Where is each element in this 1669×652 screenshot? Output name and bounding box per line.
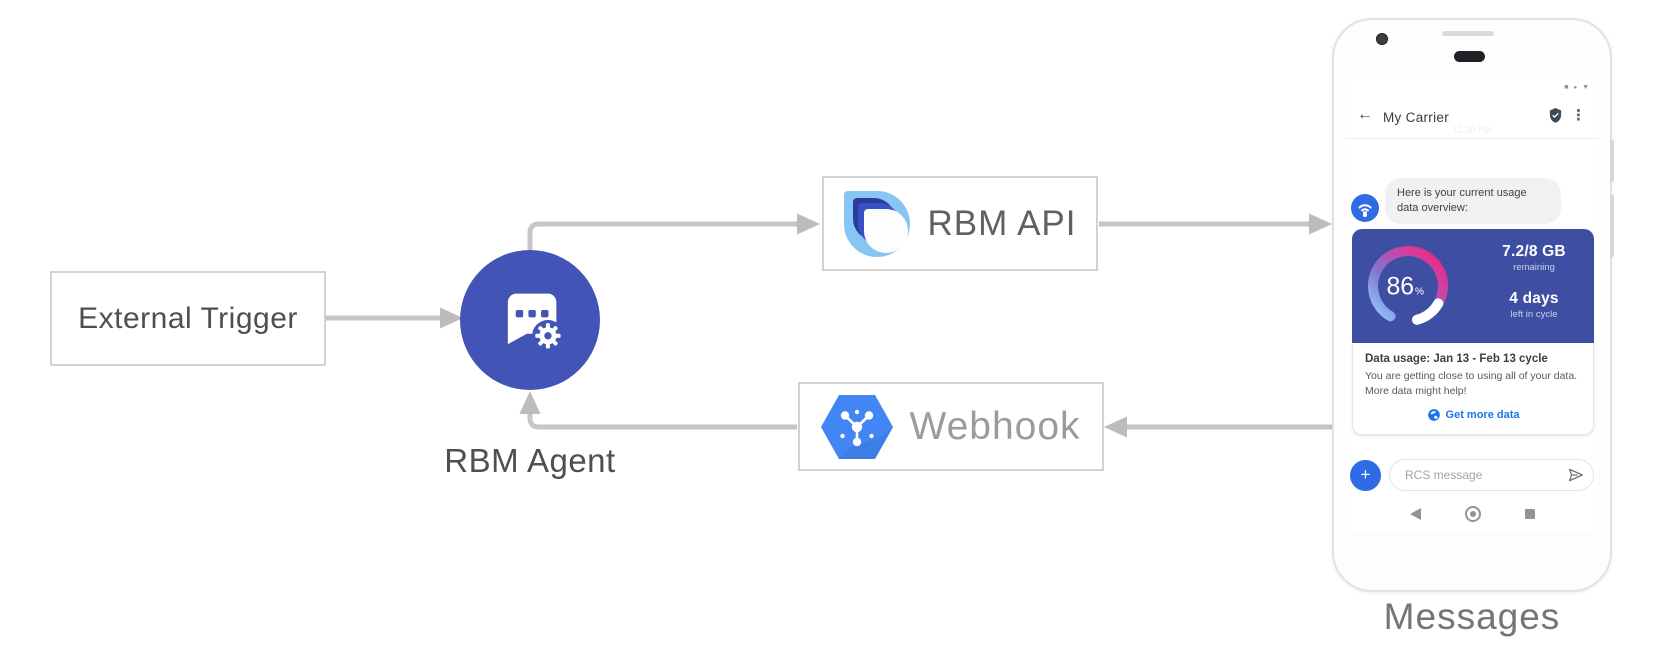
message-timestamp: 12:30 PM bbox=[1452, 125, 1492, 135]
volume-button bbox=[1610, 195, 1614, 257]
remaining-label: remaining bbox=[1513, 262, 1555, 273]
usage-card-gauge-panel: 86% 7.2/8 GB remaining 4 days left in cy… bbox=[1352, 229, 1594, 343]
globe-icon bbox=[1427, 409, 1440, 422]
message-input-pill bbox=[1389, 459, 1594, 491]
speaker-slot bbox=[1454, 51, 1485, 62]
back-arrow-icon[interactable]: ← bbox=[1357, 106, 1373, 123]
header-divider bbox=[1345, 138, 1599, 139]
overflow-menu-icon[interactable]: ⋮ bbox=[1571, 107, 1586, 124]
status-square-icon: ■ bbox=[1564, 84, 1569, 91]
usage-card-body: You are getting close to using all of yo… bbox=[1365, 370, 1578, 397]
usage-card: 86% 7.2/8 GB remaining 4 days left in cy… bbox=[1352, 229, 1594, 436]
rbm-api-node: RBM API bbox=[822, 176, 1098, 271]
phone-screen: ■ ● ▼ ← My Carrier ⋮ 12:30 PM bbox=[1345, 80, 1599, 532]
phone-mockup: ■ ● ▼ ← My Carrier ⋮ 12:30 PM bbox=[1332, 18, 1614, 592]
nav-recents-icon[interactable] bbox=[1524, 509, 1535, 519]
conversation-title: My Carrier bbox=[1383, 110, 1449, 125]
chat-bubble: Here is your current usage data overview… bbox=[1385, 178, 1561, 224]
chat-gear-icon bbox=[507, 293, 564, 352]
days-label: left in cycle bbox=[1510, 309, 1558, 320]
status-bar-icons: ■ ● ▼ bbox=[1564, 84, 1589, 91]
days-value: 4 days bbox=[1509, 290, 1559, 307]
nav-back-icon[interactable] bbox=[1409, 508, 1421, 520]
rbm-agent-label: RBM Agent bbox=[444, 442, 616, 479]
get-more-data-button[interactable]: Get more data bbox=[1365, 408, 1581, 422]
external-trigger-node: External Trigger bbox=[50, 271, 326, 366]
rcs-message-input[interactable] bbox=[1403, 467, 1567, 483]
usage-card-title: Data usage: Jan 13 - Feb 13 cycle bbox=[1365, 353, 1548, 365]
usage-stats: 7.2/8 GB remaining 4 days left in cycle bbox=[1482, 243, 1586, 320]
gauge-percent-value: 86 bbox=[1386, 273, 1414, 300]
phone-caption: Messages bbox=[1383, 596, 1561, 637]
power-button bbox=[1610, 140, 1614, 182]
android-navbar bbox=[1345, 506, 1599, 522]
rbm-api-label: RBM API bbox=[927, 203, 1077, 243]
pubsub-hexagon-icon bbox=[821, 394, 894, 459]
status-dot-icon: ● bbox=[1573, 84, 1578, 91]
usage-gauge: 86% bbox=[1368, 245, 1448, 325]
earpiece-speaker bbox=[1442, 31, 1494, 36]
front-camera bbox=[1376, 33, 1388, 45]
status-triangle-icon: ▼ bbox=[1582, 84, 1589, 91]
svg-text:86%: 86% bbox=[1386, 273, 1424, 300]
send-icon[interactable] bbox=[1567, 466, 1585, 484]
gauge-percent-sign: % bbox=[1415, 286, 1424, 297]
nav-home-icon[interactable] bbox=[1464, 506, 1481, 522]
chat-message-row: Here is your current usage data overview… bbox=[1351, 178, 1561, 224]
rbm-agent-node bbox=[460, 250, 600, 390]
arrow-webhook-to-agent bbox=[527, 413, 797, 430]
remaining-value: 7.2/8 GB bbox=[1502, 243, 1566, 260]
usage-card-details: Data usage: Jan 13 - Feb 13 cycle You ar… bbox=[1352, 343, 1594, 436]
webhook-node: Webhook bbox=[798, 382, 1104, 471]
verified-shield-icon bbox=[1549, 108, 1562, 123]
rbm-logo-icon bbox=[843, 190, 910, 257]
webhook-label: Webhook bbox=[909, 404, 1081, 448]
add-attachment-button[interactable]: + bbox=[1350, 459, 1381, 491]
get-more-data-label: Get more data bbox=[1445, 409, 1520, 422]
external-trigger-label: External Trigger bbox=[78, 301, 298, 335]
compose-bar: + bbox=[1350, 459, 1594, 491]
carrier-avatar-icon bbox=[1351, 193, 1379, 222]
arrow-agent-to-api bbox=[527, 221, 797, 253]
